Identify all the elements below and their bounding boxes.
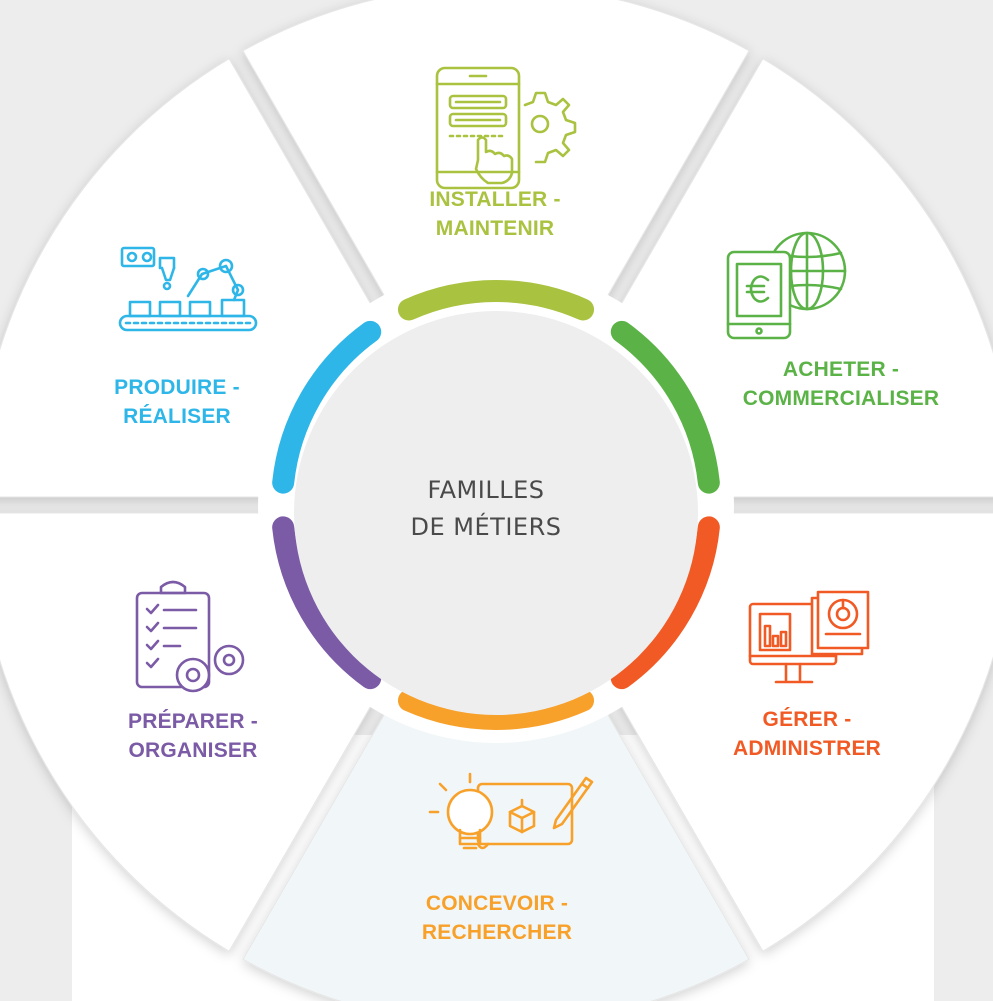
- segment-label-line: RECHERCHER: [421, 921, 573, 944]
- ring-arc-preparer: [272, 516, 382, 690]
- ring-arc-acheter: [610, 320, 720, 494]
- clipboard-checklist-gears-icon: [135, 580, 245, 693]
- segment-label-line: PRODUIRE -: [114, 376, 240, 399]
- center-title: FAMILLES DE MÉTIERS: [346, 472, 626, 546]
- segment-label-installer[interactable]: INSTALLER - MAINTENIR: [402, 185, 588, 243]
- tablet-euro-globe-icon: [726, 231, 847, 340]
- center-disc: [294, 311, 698, 715]
- tablet-tools-gear-icon: [435, 66, 577, 190]
- segment-label-acheter[interactable]: ACHETER - COMMERCIALISER: [726, 355, 956, 413]
- segment-label-produire[interactable]: PRODUIRE - RÉALISER: [84, 373, 270, 431]
- segment-label-line: PRÉPARER -: [128, 710, 258, 733]
- segment-label-line: MAINTENIR: [435, 217, 555, 240]
- segment-label-line: ACHETER -: [782, 358, 900, 381]
- ring-arc-installer: [397, 280, 595, 321]
- segment-label-line: COMMERCIALISER: [742, 387, 940, 410]
- ring-arc-concevoir: [397, 689, 595, 730]
- segment-label-line: INSTALLER -: [429, 188, 561, 211]
- center-title-line: FAMILLES: [427, 476, 545, 504]
- segment-label-preparer[interactable]: PRÉPARER - ORGANISER: [100, 707, 286, 765]
- lightbulb-blueprint-pencil-icon: [428, 772, 594, 850]
- monitor-charts-icon: [748, 590, 870, 684]
- ring-arc-produire: [272, 320, 382, 494]
- center-title-line: DE MÉTIERS: [410, 513, 562, 541]
- segment-label-line: ADMINISTRER: [732, 737, 882, 760]
- robot-arm-conveyor-icon: [118, 246, 258, 332]
- segment-label-line: RÉALISER: [123, 405, 231, 428]
- segment-label-line: GÉRER -: [762, 708, 852, 731]
- segment-label-line: CONCEVOIR -: [425, 892, 569, 915]
- segment-label-line: ORGANISER: [128, 739, 258, 762]
- ring-arc-gerer: [610, 516, 720, 690]
- segment-label-concevoir[interactable]: CONCEVOIR - RECHERCHER: [402, 889, 592, 947]
- segment-label-gerer[interactable]: GÉRER - ADMINISTRER: [712, 705, 902, 763]
